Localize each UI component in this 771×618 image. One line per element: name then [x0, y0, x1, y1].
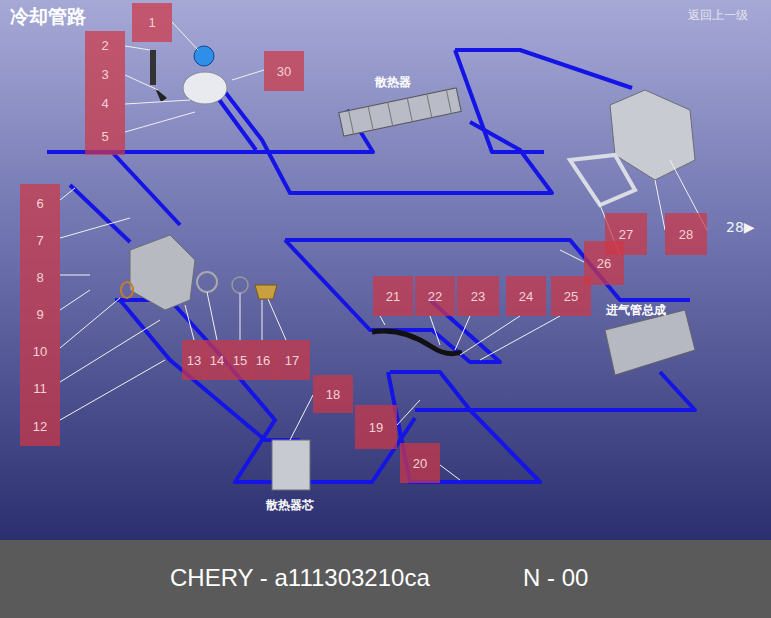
caption: CHERY - a111303210ca [170, 564, 430, 592]
callout-box: 4 [85, 89, 125, 117]
callout-box: 13 [182, 340, 206, 380]
pipes [47, 50, 695, 482]
callout-box: 24 [506, 276, 546, 316]
callout-box: 27 [605, 213, 647, 255]
callout-number: 7 [36, 233, 43, 248]
callout-box: 8 [20, 258, 60, 296]
callout-box: 12 [20, 406, 60, 446]
callout-number: 11 [33, 381, 47, 396]
callout-box: 16 [251, 340, 275, 380]
callout-box: 23 [457, 276, 499, 316]
callout-box: 7 [20, 222, 60, 258]
callout-number: 3 [101, 67, 108, 82]
callout-number: 22 [428, 289, 442, 304]
leader-lines [60, 22, 707, 480]
callout-number: 27 [619, 227, 633, 242]
callout-box: 19 [355, 405, 397, 449]
part-label: 散热器芯 [266, 497, 314, 514]
callout-number: 30 [277, 64, 291, 79]
callout-number: 23 [471, 289, 485, 304]
part-label: 散热器 [375, 74, 411, 91]
callout-box: 30 [264, 51, 304, 91]
callout-number: 24 [519, 289, 533, 304]
callout-number: 10 [33, 344, 47, 359]
callout-box: 3 [85, 60, 125, 89]
caption-bar: N - 00 CHERY - a111303210ca [0, 540, 771, 618]
callout-number: 6 [36, 196, 43, 211]
code-label: N - 00 [523, 564, 588, 592]
callout-box: 9 [20, 296, 60, 332]
callout-number: 26 [597, 256, 611, 271]
callout-number: 25 [564, 289, 578, 304]
callout-box: 21 [373, 276, 413, 316]
callout-number: 19 [369, 420, 383, 435]
part-label: 进气管总成 [606, 302, 666, 319]
callout-box: 20 [400, 443, 440, 483]
callout-number: 12 [33, 419, 47, 434]
callout-number: 14 [210, 353, 224, 368]
callout-box: 1 [132, 3, 172, 42]
callout-number: 8 [36, 270, 43, 285]
callout-box: 14 [205, 340, 229, 380]
part-label: 返回上一级 [688, 7, 748, 24]
callout-box: 22 [415, 276, 455, 316]
callout-number: 21 [386, 289, 400, 304]
callout-number: 28 [679, 227, 693, 242]
callout-number: 16 [256, 353, 270, 368]
callout-box: 10 [20, 332, 60, 370]
part-label: 28▶ [726, 219, 755, 235]
callout-box: 6 [20, 184, 60, 222]
callout-number: 20 [413, 456, 427, 471]
callout-box: 28 [665, 213, 707, 255]
callout-number: 18 [326, 387, 340, 402]
callout-number: 5 [101, 129, 108, 144]
callout-box: 11 [20, 370, 60, 406]
callout-number: 2 [101, 38, 108, 53]
callout-box: 18 [313, 375, 353, 413]
callout-box: 2 [85, 31, 125, 60]
callout-box: 17 [274, 340, 310, 380]
title: 冷却管路 [10, 4, 86, 30]
callout-number: 15 [233, 353, 247, 368]
callout-box: 15 [228, 340, 252, 380]
callout-box: 5 [85, 117, 125, 155]
callout-number: 17 [285, 353, 299, 368]
callout-number: 13 [187, 353, 201, 368]
callout-number: 1 [148, 15, 155, 30]
parts [121, 46, 695, 490]
callout-number: 9 [36, 307, 43, 322]
callout-number: 4 [101, 96, 108, 111]
